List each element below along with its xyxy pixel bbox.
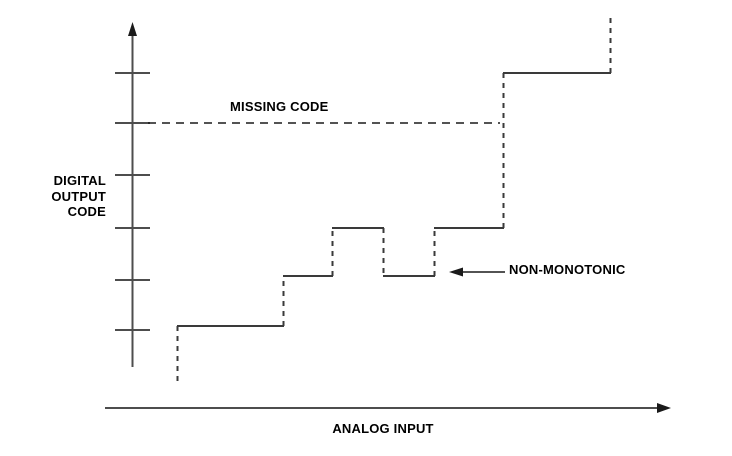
non-monotonic-callout-arrow [449,267,505,277]
missing-code-label: MISSING CODE [230,99,329,114]
non-monotonic-label: NON-MONOTONIC [509,262,626,277]
staircase-risers [176,18,612,383]
x-axis-arrowhead [657,403,671,413]
x-axis-title: ANALOG INPUT [332,421,434,436]
x-axis [105,403,671,413]
staircase-treads [177,72,611,327]
y-axis-title: DIGITAL OUTPUT CODE [51,173,106,219]
callout-arrow-head [449,267,463,277]
y-axis-arrowhead [128,22,137,36]
y-axis [115,22,150,367]
